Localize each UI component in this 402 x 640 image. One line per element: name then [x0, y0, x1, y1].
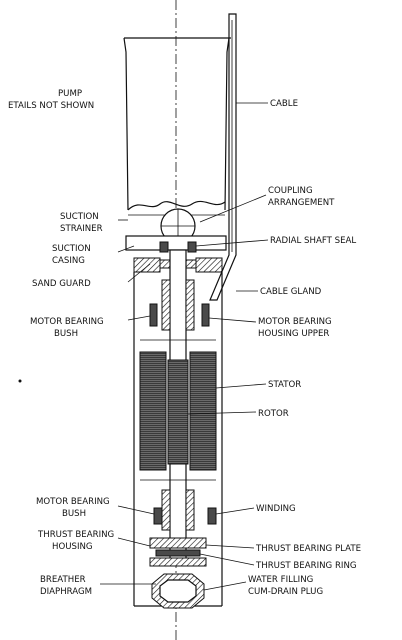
label-breather-2: DIAPHRAGM [40, 587, 92, 597]
label-thrust-bearing-ring: THRUST BEARING RING [255, 561, 357, 571]
lower-bearing [140, 479, 217, 531]
label-cable: CABLE [270, 99, 298, 109]
label-radial-shaft-seal: RADIAL SHAFT SEAL [270, 236, 356, 246]
label-water-filling-1: WATER FILLING [248, 575, 313, 585]
rotor [167, 359, 189, 465]
breather-diaphragm [151, 573, 205, 609]
label-rotor: ROTOR [258, 409, 289, 419]
upper-bearing [140, 279, 216, 341]
pump-body [123, 37, 231, 216]
label-winding: WINDING [256, 504, 296, 514]
label-stator: STATOR [268, 380, 301, 390]
label-coupling: COUPLING [268, 186, 313, 196]
stator [139, 351, 217, 471]
label-coupling-arrangement: ARRANGEMENT [268, 198, 335, 208]
label-motor-bearing-bush-bottom-2: BUSH [62, 509, 86, 519]
label-motor-bearing-bush-bottom-1: MOTOR BEARING [36, 497, 110, 507]
label-suction-strainer-1: SUCTION [60, 212, 99, 222]
label-motor-bearing-housing-1: MOTOR BEARING [258, 317, 332, 327]
label-suction-strainer-2: STRAINER [60, 224, 103, 234]
label-thrust-bearing-housing-2: HOUSING [52, 542, 93, 552]
label-thrust-bearing-housing-1: THRUST BEARING [37, 530, 114, 540]
thrust-bearing [149, 537, 207, 567]
label-pump: PUMP [58, 89, 82, 99]
label-motor-bearing-bush-top-1: MOTOR BEARING [30, 317, 104, 327]
label-breather-1: BREATHER [40, 575, 86, 585]
label-pump-details: ETAILS NOT SHOWN [8, 101, 94, 111]
dot-mark [18, 379, 22, 383]
label-water-filling-2: CUM-DRAIN PLUG [248, 587, 323, 597]
label-suction-casing-1: SUCTION [52, 244, 91, 254]
cable [209, 13, 237, 301]
label-suction-casing-2: CASING [52, 256, 85, 266]
label-cable-gland: CABLE GLAND [260, 287, 322, 297]
leader-lines [100, 102, 269, 591]
label-thrust-bearing-plate: THRUST BEARING PLATE [255, 544, 361, 554]
label-motor-bearing-housing-2: HOUSING UPPER [258, 329, 329, 339]
label-motor-bearing-bush-top-2: BUSH [54, 329, 78, 339]
label-sand-guard: SAND GUARD [32, 279, 91, 289]
